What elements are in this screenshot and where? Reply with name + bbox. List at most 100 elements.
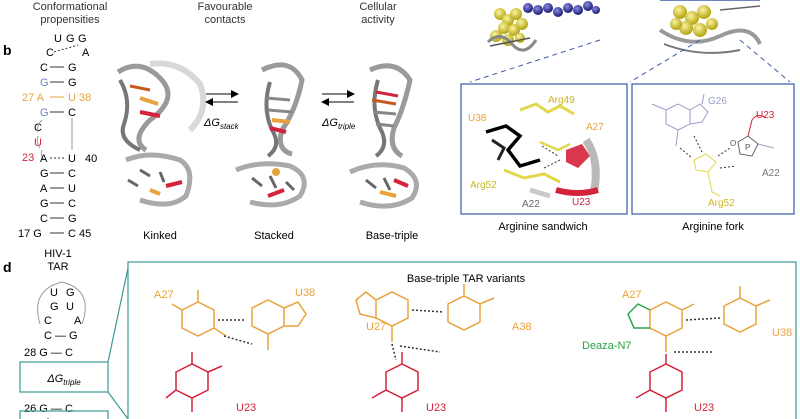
header-col2-line1: Favourable [197,1,252,13]
lower-box [19,410,109,419]
variants-link-top [107,267,129,363]
nt-right: U [68,153,76,165]
variant1-structure [165,290,307,412]
sandwich-U38: U38 [468,113,487,124]
nt-right: U [68,183,76,195]
dg-triple-label: ΔGtriple [46,373,81,387]
loop-nt: U [54,33,62,45]
fork-Arg52: Arg52 [708,198,735,209]
sandwich-title: Arginine sandwich [498,221,587,233]
header-col3-line1: Cellular [359,1,397,13]
sandwich-A22: A22 [522,199,540,210]
sandwich-Arg52: Arg52 [470,180,497,191]
nt-left: C [40,62,48,74]
sandwich-A27: A27 [586,122,604,133]
variant3-mod: Deaza-N7 [582,340,632,352]
dg-triple: ΔGtriple [321,117,356,131]
variants-title: Base-triple TAR variants [407,273,526,285]
fork-A22: A22 [762,168,780,179]
top-molecule-left [486,1,600,52]
panel-b-label: b [3,42,12,58]
state-base-triple-structure [348,63,419,209]
equilibrium-stack: ΔGstack [203,90,240,131]
nt-right: G [68,62,77,74]
dg-stack: ΔGstack [203,117,240,131]
tar-hairpin: U G G C A C G G G 27 A U 38 G C C U 23 A… [18,33,97,273]
loop-nt: U [66,301,74,313]
nt-right: G [68,213,77,225]
state-kinked-structure [116,60,207,207]
variant3-structure [627,286,771,412]
nt-right: C [68,168,76,180]
variant2-a: U27 [366,321,386,333]
nt-left: G [40,168,49,180]
loop-nt: C [44,315,52,327]
nt-right: C [68,107,76,119]
nt17-label: 17 G [18,228,42,240]
header-col1-line1: Conformational [33,1,108,13]
dg-triple-box [19,361,109,393]
fork-U23: U23 [756,110,775,121]
pair-row: 26 G — C [24,403,73,415]
zoom-line-3 [739,39,791,83]
pair-row: 28 G — C [24,347,73,359]
zoom-line-1 [469,39,601,83]
fork-title: Arginine fork [682,221,744,233]
variant3-a: A27 [622,289,642,301]
fork-structure [651,93,775,197]
loop-nt: A [82,47,90,59]
nt-left: G [40,107,49,119]
loop-nt: G [66,287,75,299]
nt-left: C [40,213,48,225]
nt40-label: 40 [85,153,97,165]
nt-left: A [40,153,48,165]
nt45-label: C 45 [68,228,91,240]
nt-right: C [68,198,76,210]
sandwich-structure [485,102,600,199]
variant2-b: A38 [512,321,532,333]
equilibrium-triple: ΔGtriple [321,90,356,131]
sandwich-U23: U23 [572,197,591,208]
zoom-line-2 [629,39,701,83]
nt-left: G [40,77,49,89]
nt-left: G [40,198,49,210]
variant-hairpin: U G G U C A C — G 28 G — C 26 G — C [24,281,86,419]
variant2-c: U23 [426,402,446,414]
header-col2-line2: contacts [205,14,246,26]
panel-d-label: d [3,259,12,275]
loop-nt: C [46,47,54,59]
nt38-label: U 38 [68,92,91,104]
state-label-stacked: Stacked [254,230,294,242]
variants-box [127,261,797,419]
header-col1-line2: propensities [40,14,100,26]
nt23-label: 23 [22,152,34,164]
variant2-structure [355,284,495,412]
nt27-label: 27 A [22,92,45,104]
variants-link-bottom [107,391,129,419]
variant1-a: A27 [154,289,174,301]
loop-nt: U [50,287,58,299]
fork-O: O [730,139,736,148]
variant3-c: U23 [694,402,714,414]
header-col3-line2: activity [361,14,395,26]
tar-name-line1: HIV-1 [44,248,72,260]
state-label-kinked: Kinked [143,230,177,242]
variant1-c: U23 [236,402,256,414]
top-molecule-right [658,0,762,54]
fork-G26: G26 [708,96,727,107]
loop-nt: G [50,301,59,313]
nt-right: G [68,77,77,89]
sandwich-Arg49: Arg49 [548,95,575,106]
fork-P: P [745,143,750,152]
state-label-base-triple: Base-triple [366,230,419,242]
variant3-b: U38 [772,327,792,339]
loop-nt: G [78,33,87,45]
state-stacked-structure [235,62,307,208]
variant1-b: U38 [295,287,315,299]
pair-row: C — G [44,330,78,342]
loop-nt: A [74,315,82,327]
loop-nt: G [66,33,75,45]
tar-name-line2: TAR [47,261,68,273]
nt-left: A [40,183,48,195]
